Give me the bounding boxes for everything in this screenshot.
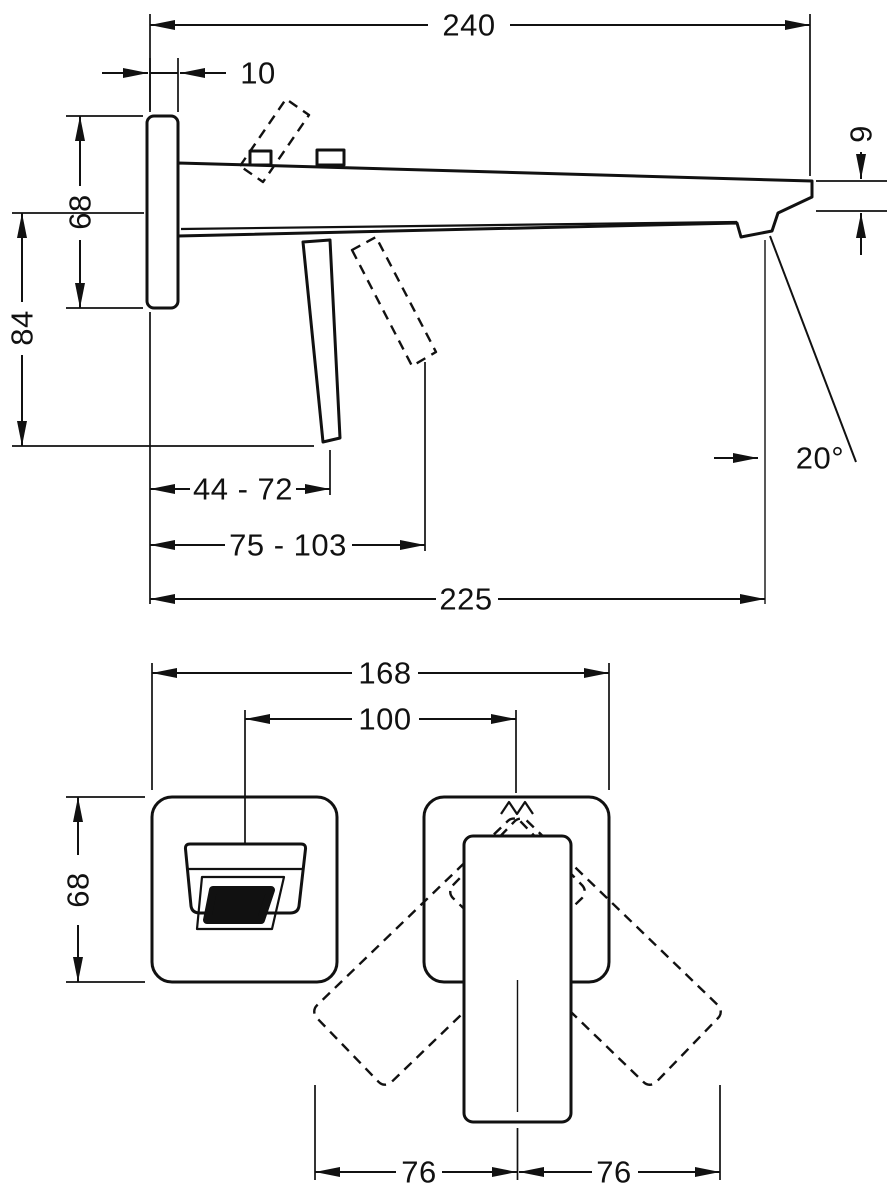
dim-68-front: 68 xyxy=(61,796,145,983)
dim-168: 168 xyxy=(151,656,610,790)
handle-mount-rear-tab xyxy=(315,148,346,167)
wall-plate-side xyxy=(145,114,180,310)
dim-label-68-side: 68 xyxy=(63,194,98,229)
dim-label-44-72: 44 - 72 xyxy=(193,472,293,507)
dim-10: 10 xyxy=(102,56,275,112)
handle-side xyxy=(301,238,342,444)
spout-side xyxy=(176,161,814,239)
dim-label-10: 10 xyxy=(240,56,275,91)
dim-76-76: 76 76 xyxy=(314,1085,721,1190)
handle-front xyxy=(462,834,573,1124)
dim-68-side: 68 xyxy=(63,115,143,309)
dim-angle-20: 20° xyxy=(714,235,857,604)
front-view: 168 100 68 76 76 xyxy=(61,656,722,1190)
dim-label-68-front: 68 xyxy=(61,872,96,907)
dim-9: 9 xyxy=(816,125,887,255)
dim-label-84: 84 xyxy=(5,310,40,345)
handle-dashed-up-position xyxy=(238,97,311,184)
handle-mount-front-tab xyxy=(248,149,273,167)
spout-outlet-rim xyxy=(195,875,286,931)
dim-label-240: 240 xyxy=(442,8,495,43)
dim-label-angle: 20° xyxy=(796,441,844,476)
stream-angle-line xyxy=(769,235,857,463)
spout-outlet-opening xyxy=(203,886,275,924)
dim-label-75-103: 75 - 103 xyxy=(229,528,347,563)
logo-chevron-icon xyxy=(500,800,534,816)
dim-75-103: 75 - 103 xyxy=(150,362,426,563)
dim-44-72: 44 - 72 xyxy=(149,312,331,604)
dim-label-100: 100 xyxy=(358,702,411,737)
handle-dashed-left-swing xyxy=(313,817,586,1086)
dim-84: 84 xyxy=(5,212,314,447)
dim-label-76-left: 76 xyxy=(401,1155,436,1190)
spout-seam-line xyxy=(180,220,738,231)
dim-100: 100 xyxy=(244,702,517,844)
dim-label-168: 168 xyxy=(358,656,411,691)
side-view: 240 10 68 84 xyxy=(5,8,887,617)
handle-dashed-mid-position xyxy=(350,235,438,368)
dim-225: 225 xyxy=(150,582,765,617)
dim-label-225: 225 xyxy=(439,582,492,617)
dim-label-76-right: 76 xyxy=(596,1155,631,1190)
dim-label-9: 9 xyxy=(844,125,879,143)
